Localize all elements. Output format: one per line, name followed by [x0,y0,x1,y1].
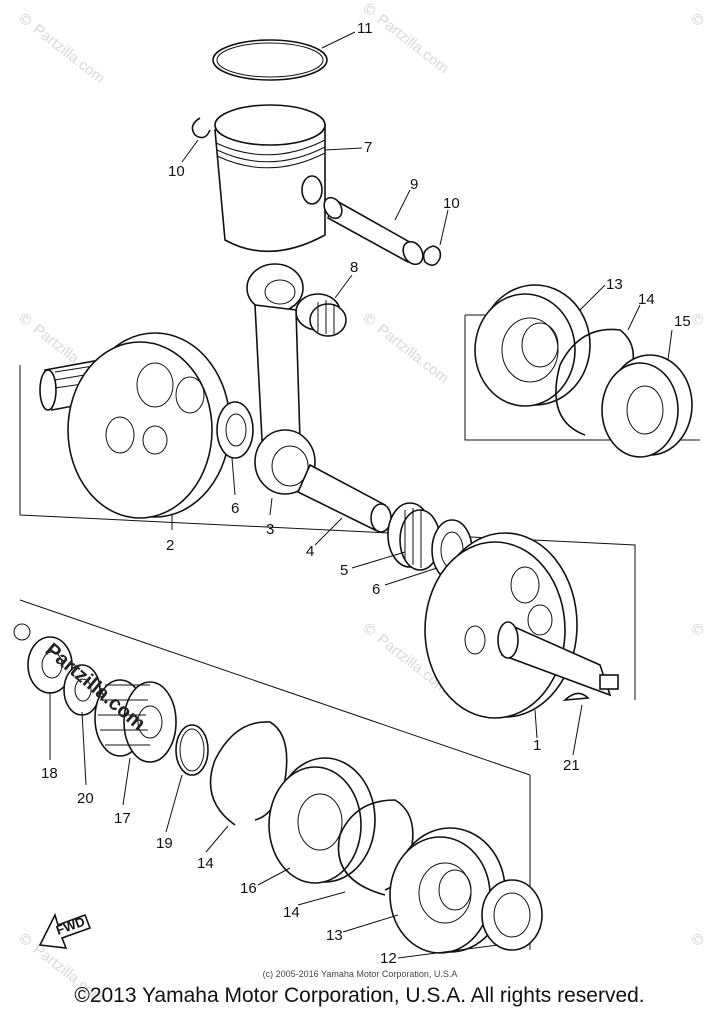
watermark-symbol: © [688,620,707,640]
callout-20: 20 [77,790,94,807]
part-crank-right[interactable] [424,532,619,719]
callout-11: 11 [357,20,373,37]
callout-14-lower-left: 14 [197,855,214,872]
callout-10-left: 10 [168,163,185,180]
callout-8: 8 [350,259,358,276]
callout-6-left: 6 [231,500,239,517]
part-bearing-upper[interactable] [474,284,591,407]
watermark-text: Partzilla.com [374,11,452,77]
callout-5: 5 [340,562,348,579]
part-woodruff-key[interactable] [562,692,590,701]
callout-7: 7 [364,139,372,156]
watermark-symbol: © [688,930,707,950]
callout-17: 17 [114,810,131,827]
callout-labels: 11 7 9 10 10 8 13 14 15 6 2 3 4 5 6 1 21… [41,20,691,967]
footer-copyright: ©2013 Yamaha Motor Corporation, U.S.A. A… [74,984,645,1007]
callout-3: 3 [266,521,274,538]
assembly-frame-lines [19,314,700,950]
callout-4: 4 [306,543,314,560]
part-big-end-bearing[interactable] [387,502,441,571]
part-shim-lower[interactable] [481,879,543,951]
part-piston-pin[interactable] [321,194,427,267]
part-crank-left[interactable] [39,332,231,519]
part-oil-seal-upper[interactable] [601,354,693,458]
part-small-end-bearing[interactable] [295,293,347,337]
fwd-arrow-icon: FWD [38,912,92,949]
part-piston-ring[interactable] [212,39,328,81]
callout-13-upper: 13 [606,276,623,293]
watermark-symbol: © [16,10,35,30]
watermark-symbol: © [360,310,379,330]
callout-6-right: 6 [372,581,380,598]
small-copyright: (c) 2005-2016 Yamaha Motor Corporation, … [263,969,458,979]
callout-16: 16 [240,880,257,897]
part-shim-left[interactable] [216,401,254,459]
watermark-text: Partzilla.com [374,321,452,387]
watermark-text: Partzilla.com [30,21,108,87]
watermark-symbol: © [16,930,35,950]
callout-14-lower-right: 14 [283,904,300,921]
callout-13-lower: 13 [326,927,343,944]
part-primary-drive-gear[interactable] [94,679,177,763]
callout-1: 1 [533,737,541,754]
callout-2: 2 [166,537,174,554]
callout-19: 18 [41,765,58,782]
watermark-symbol: © [360,620,379,640]
callout-12: 12 [380,950,397,967]
callout-21: 21 [563,757,580,774]
part-circlip-left[interactable] [191,117,211,139]
part-connecting-rod[interactable] [246,263,316,495]
callout-9: 9 [410,176,418,193]
part-crank-pin[interactable] [296,463,392,533]
part-o-ring[interactable] [175,724,209,776]
callout-15: 15 [674,313,691,330]
part-circlip-right[interactable] [422,245,442,266]
leader-lines [49,31,673,959]
callout-10-right: 10 [443,195,460,212]
watermark-symbol: © [360,0,379,20]
callout-14-upper: 14 [638,291,655,308]
callout-18: 19 [156,835,173,852]
part-piston[interactable] [214,104,326,253]
part-circlip-upper[interactable] [555,328,635,436]
watermark-symbol: © [688,10,707,30]
watermark-symbol: © [16,310,35,330]
